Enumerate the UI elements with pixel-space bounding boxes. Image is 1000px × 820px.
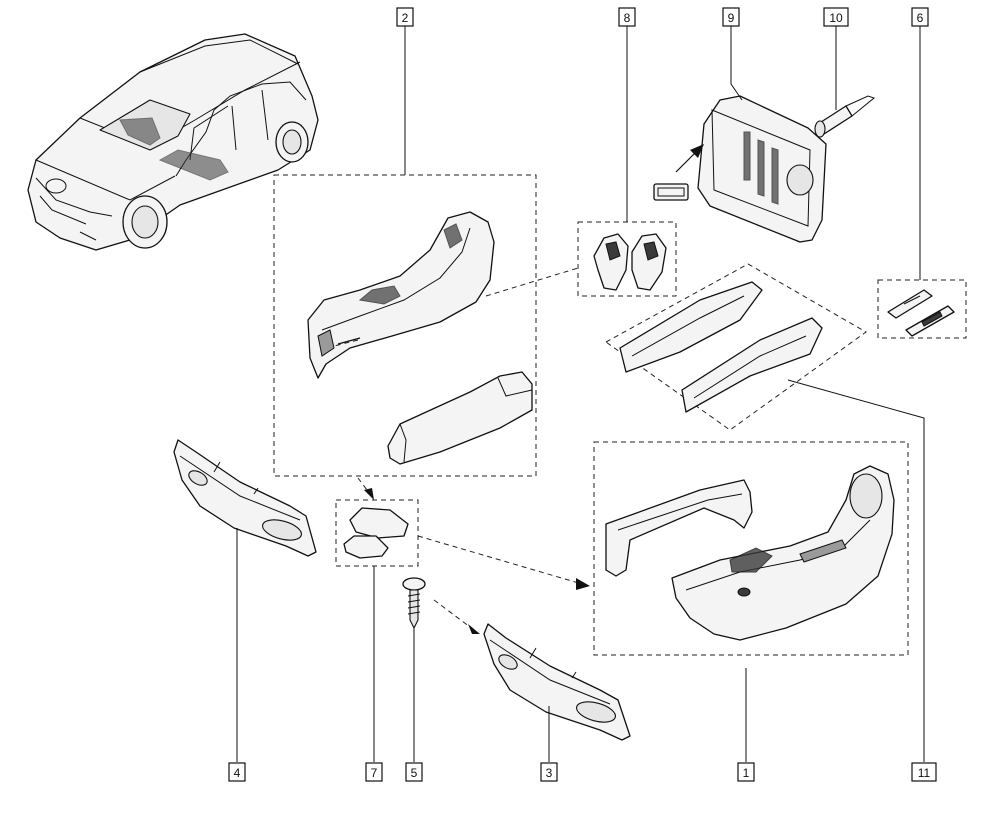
leader-7-to-1: [417, 535, 583, 585]
arrowhead-7-to-1: [576, 578, 590, 590]
group-frame-6: [877, 279, 967, 339]
callout-label: 2: [402, 11, 409, 25]
callout-11: 11: [911, 762, 937, 782]
callout-label: 10: [829, 11, 843, 25]
arrowhead-9: [690, 144, 704, 158]
callout-4: 4: [228, 762, 246, 782]
seat-side-trim-outer: [307, 211, 495, 379]
vehicle-illustration: [27, 33, 319, 251]
seat-adjust-knobs: [593, 233, 667, 291]
trim-clips: [887, 289, 955, 337]
push-rivet: [814, 95, 876, 138]
callout-9: 9: [722, 7, 740, 27]
callout-10: 10: [823, 7, 849, 27]
group-frame-1: [593, 441, 909, 656]
knob-covers: [343, 507, 409, 559]
screw: [402, 577, 426, 629]
arrowhead-2-to-7: [364, 488, 374, 500]
callout-label: 8: [624, 11, 631, 25]
callout-label: 9: [728, 11, 735, 25]
seat-side-trim-inner: [671, 465, 895, 641]
callout-1: 1: [737, 762, 755, 782]
leader-2-inner: [333, 339, 359, 347]
callout-3: 3: [540, 762, 558, 782]
leader-9: [730, 26, 743, 101]
group-frame-7: [335, 499, 419, 567]
leader-5-to-3: [433, 599, 475, 631]
arrowhead-5-to-3: [468, 624, 480, 634]
trim-strip-right: [483, 623, 631, 741]
callout-7: 7: [365, 762, 383, 782]
callout-8: 8: [618, 7, 636, 27]
callout-label: 4: [234, 766, 241, 780]
callout-5: 5: [405, 762, 423, 782]
callout-label: 3: [546, 766, 553, 780]
leader-11: [787, 379, 925, 762]
trim-strip-left: [173, 439, 317, 557]
seat-side-gaskets: [619, 281, 823, 413]
callout-label: 7: [371, 766, 378, 780]
callout-label: 6: [917, 11, 924, 25]
callout-2: 2: [396, 7, 414, 27]
seat-armrest-bracket: [605, 479, 753, 577]
seat-armrest-cover: [387, 371, 533, 465]
seat-cover-panel: [697, 95, 827, 243]
leader-2-to-8: [485, 267, 579, 297]
callout-label: 5: [411, 766, 418, 780]
callout-6: 6: [911, 7, 929, 27]
connector-clip: [653, 183, 689, 201]
leader-2-to-7: [357, 477, 371, 495]
callout-label: 11: [918, 766, 931, 780]
callout-label: 1: [743, 766, 750, 780]
